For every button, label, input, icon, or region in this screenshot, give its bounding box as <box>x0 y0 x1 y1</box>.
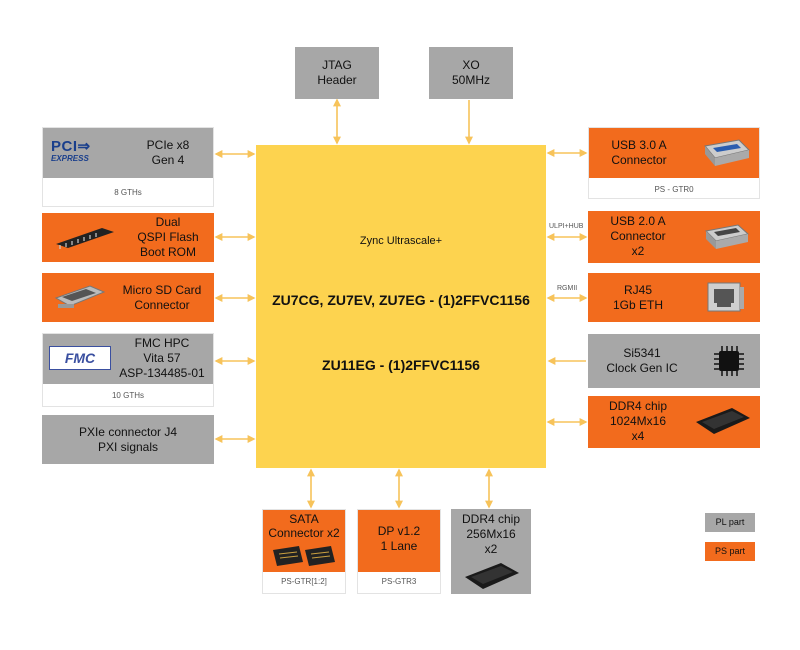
ddr4-chip-icon <box>465 563 519 589</box>
usb3-line2: Connector <box>611 153 667 167</box>
legend-ps: PS part <box>705 542 755 561</box>
pci-express-logo-icon: PCI⇒ EXPRESS <box>51 138 91 163</box>
rj45-line1: RJ45 <box>623 283 652 297</box>
legend-pl-label: PL part <box>715 517 745 527</box>
qspi-block: Dual QSPI Flash Boot ROM <box>42 213 214 262</box>
ddr4b-line1: DDR4 chip <box>461 512 521 526</box>
sata-connector-icon <box>273 546 335 566</box>
usb2-block: USB 2.0 A Connector x2 <box>588 211 760 263</box>
qspi-line2: QSPI Flash <box>137 230 199 244</box>
fmc-line3: ASP-134485-01 <box>119 366 205 380</box>
sd-line1: Micro SD Card <box>122 283 202 297</box>
clk-line1: Si5341 <box>623 346 661 360</box>
fmc-frame: FMC FMC HPC Vita 57 ASP-134485-01 10 GTH… <box>42 333 214 407</box>
usb3-frame: USB 3.0 A Connector PS - GTR0 <box>588 127 760 199</box>
ddr4-bottom-block: DDR4 chip 256Mx16 x2 <box>451 509 531 594</box>
fmc-logo-icon: FMC <box>49 346 111 370</box>
pcie-sub: 8 GTHs <box>114 188 142 197</box>
dp-sub: PS-GTR3 <box>381 577 417 586</box>
ddr4-line3: x4 <box>631 429 645 443</box>
fpga-parts-line1: ZU7CG, ZU7EV, ZU7EG - (1)2FFVC1156 <box>272 292 530 308</box>
xo-line1: XO <box>462 58 480 72</box>
ethernet-jack-icon <box>707 282 744 312</box>
fmc-logo-text: FMC <box>64 350 96 366</box>
fmc-line1: FMC HPC <box>134 336 190 350</box>
fpga-block: Zync Ultrascale+ ZU7CG, ZU7EV, ZU7EG - (… <box>256 145 546 468</box>
ddr4b-line2: 256Mx16 <box>466 527 516 541</box>
dp-frame: DP v1.2 1 Lane PS-GTR3 <box>357 509 441 594</box>
pxie-line2: PXI signals <box>97 440 159 454</box>
ddr4-block: DDR4 chip 1024Mx16 x4 <box>588 396 760 448</box>
sata-sub: PS-GTR[1:2] <box>281 577 327 586</box>
usb2-line3: x2 <box>631 244 645 258</box>
usb3-line1: USB 3.0 A <box>611 138 667 152</box>
pci-logo-bottom: EXPRESS <box>51 154 89 163</box>
dp-line2: 1 Lane <box>380 539 418 553</box>
dp-line1: DP v1.2 <box>377 524 421 538</box>
rj45-block: RJ45 1Gb ETH <box>588 273 760 322</box>
sd-card-block: Micro SD Card Connector <box>42 273 214 322</box>
pci-logo-top: PCI <box>51 138 78 155</box>
rj45-line2: 1Gb ETH <box>612 298 663 312</box>
fmc-sub: 10 GTHs <box>111 391 144 400</box>
fmc-block: FMC FMC HPC Vita 57 ASP-134485-01 <box>43 334 213 384</box>
fpga-family: Zync Ultrascale+ <box>359 235 443 247</box>
usb-port-icon <box>704 224 750 249</box>
rj45-link-label: RGMII <box>557 285 578 292</box>
xo-line2: 50MHz <box>451 73 490 87</box>
pcie-frame: PCI⇒ EXPRESS PCIe x8 Gen 4 8 GTHs <box>42 127 214 207</box>
sata-line2: Connector x2 <box>268 526 340 540</box>
pxie-line1: PXIe connector J4 <box>78 425 178 439</box>
ddr4-chip-icon <box>696 408 750 434</box>
ddr4b-line3: x2 <box>484 542 498 556</box>
clock-ic-chip-icon <box>714 346 744 376</box>
xo-block: XO 50MHz <box>429 47 513 99</box>
clock-gen-block: Si5341 Clock Gen IC <box>588 334 760 388</box>
qspi-chip-icon <box>56 228 114 249</box>
usb3-block: USB 3.0 A Connector <box>589 128 759 178</box>
jtag-line1: JTAG <box>322 58 352 72</box>
fmc-line2: Vita 57 <box>143 351 181 365</box>
ddr4-line2: 1024Mx16 <box>609 414 667 428</box>
usb2-line1: USB 2.0 A <box>610 214 666 228</box>
ddr4-line1: DDR4 chip <box>608 399 668 413</box>
dp-block: DP v1.2 1 Lane <box>358 510 440 572</box>
fpga-parts-line2: ZU11EG - (1)2FFVC1156 <box>322 357 480 373</box>
usb3-sub: PS - GTR0 <box>654 185 694 194</box>
pxie-block: PXIe connector J4 PXI signals <box>42 415 214 464</box>
sata-line1: SATA <box>289 512 319 526</box>
pcie-line2: Gen 4 <box>151 153 185 167</box>
jtag-line2: Header <box>317 73 357 87</box>
usb-port-icon <box>704 139 750 166</box>
sata-block: SATA Connector x2 <box>263 510 345 572</box>
pcie-block: PCI⇒ EXPRESS PCIe x8 Gen 4 <box>43 128 213 178</box>
sd-line2: Connector <box>134 298 190 312</box>
qspi-line1: Dual <box>155 215 181 229</box>
jtag-header-block: JTAG Header <box>295 47 379 99</box>
sd-card-slot-icon <box>54 285 106 308</box>
legend-ps-label: PS part <box>714 546 745 556</box>
legend-pl: PL part <box>705 513 755 532</box>
qspi-line3: Boot ROM <box>139 245 196 259</box>
usb2-link-label: ULPI+HUB <box>549 223 584 230</box>
sata-frame: SATA Connector x2 PS-GTR[1:2] <box>262 509 346 594</box>
clk-line2: Clock Gen IC <box>606 361 678 375</box>
pcie-line1: PCIe x8 <box>146 138 190 152</box>
usb2-line2: Connector <box>610 229 666 243</box>
